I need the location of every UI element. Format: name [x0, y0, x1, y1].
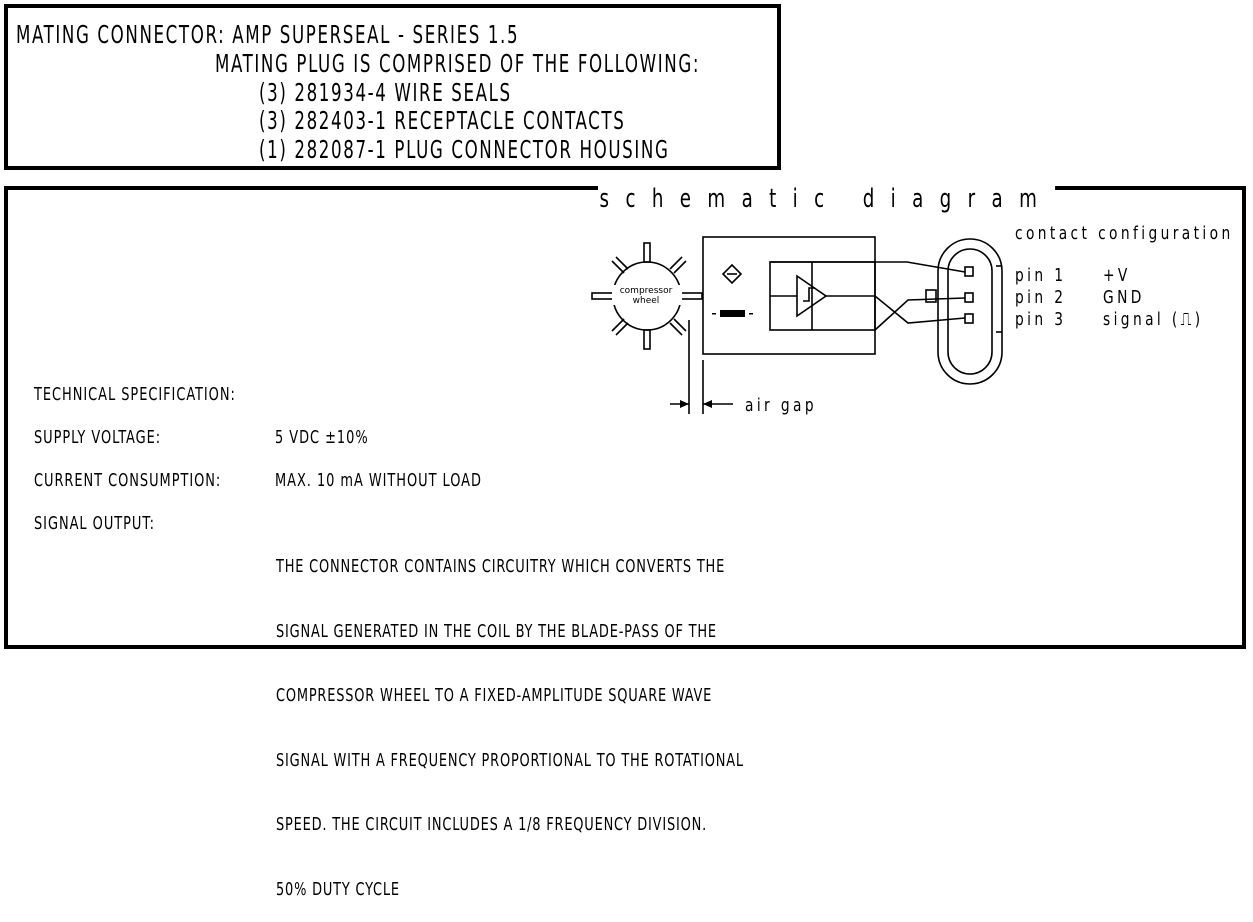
current-consumption-label: CURRENT CONSUMPTION: [34, 470, 222, 491]
pin-2-function: GND [1103, 287, 1145, 308]
air-gap-label: air gap [745, 395, 818, 416]
mating-connector-box: MATING CONNECTOR: AMP SUPERSEAL - SERIES… [4, 4, 781, 170]
schematic-diagram: compressor wheel [591, 236, 1003, 414]
pin-3-label: pin 3 [1015, 309, 1067, 330]
contact-connector-icon [937, 238, 1003, 385]
signal-output-description: THE CONNECTOR CONTAINS CIRCUITRY WHICH C… [276, 513, 744, 922]
wheel-label-1: compressor [620, 286, 673, 296]
signal-output-label: SIGNAL OUTPUT: [34, 513, 155, 534]
spec-heading: TECHNICAL SPECIFICATION: [34, 384, 236, 405]
supply-voltage-label: SUPPLY VOLTAGE: [34, 427, 162, 448]
signal-output-line: COMPRESSOR WHEEL TO A FIXED-AMPLITUDE SQ… [276, 685, 713, 706]
supply-voltage-value: 5 VDC ±10% [275, 427, 369, 448]
current-consumption-value: MAX. 10 mA WITHOUT LOAD [275, 470, 482, 491]
signal-output-line: 50% DUTY CYCLE [276, 878, 400, 900]
mating-item-2: (3) 282403-1 RECEPTACLE CONTACTS [259, 106, 626, 135]
contact-configuration-title: contact configuration [1015, 223, 1234, 244]
mating-connector-line: MATING CONNECTOR: AMP SUPERSEAL - SERIES… [16, 20, 520, 49]
signal-output-line: THE CONNECTOR CONTAINS CIRCUITRY WHICH C… [276, 556, 726, 577]
mating-item-1: (3) 281934-4 WIRE SEALS [259, 78, 512, 107]
mating-plug-line: MATING PLUG IS COMPRISED OF THE FOLLOWIN… [215, 49, 701, 78]
pin-3-function: signal (⎍) [1103, 309, 1204, 330]
signal-output-line: SIGNAL GENERATED IN THE COIL BY THE BLAD… [276, 620, 717, 642]
signal-output-line: SPEED. THE CIRCUIT INCLUDES A 1/8 FREQUE… [276, 814, 707, 835]
schematic-title: schematic diagram [598, 184, 1055, 214]
wheel-label-2: wheel [633, 296, 660, 306]
hall-sensor-icon [721, 263, 743, 285]
magnet-icon [720, 310, 745, 317]
pin-2-label: pin 2 [1015, 287, 1067, 308]
specification-box [4, 186, 1246, 649]
pin-1-function: +V [1103, 265, 1131, 286]
signal-output-line: SIGNAL WITH A FREQUENCY PROPORTIONAL TO … [276, 749, 744, 771]
pin-1-label: pin 1 [1015, 265, 1067, 286]
mating-item-3: (1) 282087-1 PLUG CONNECTOR HOUSING [259, 135, 670, 164]
